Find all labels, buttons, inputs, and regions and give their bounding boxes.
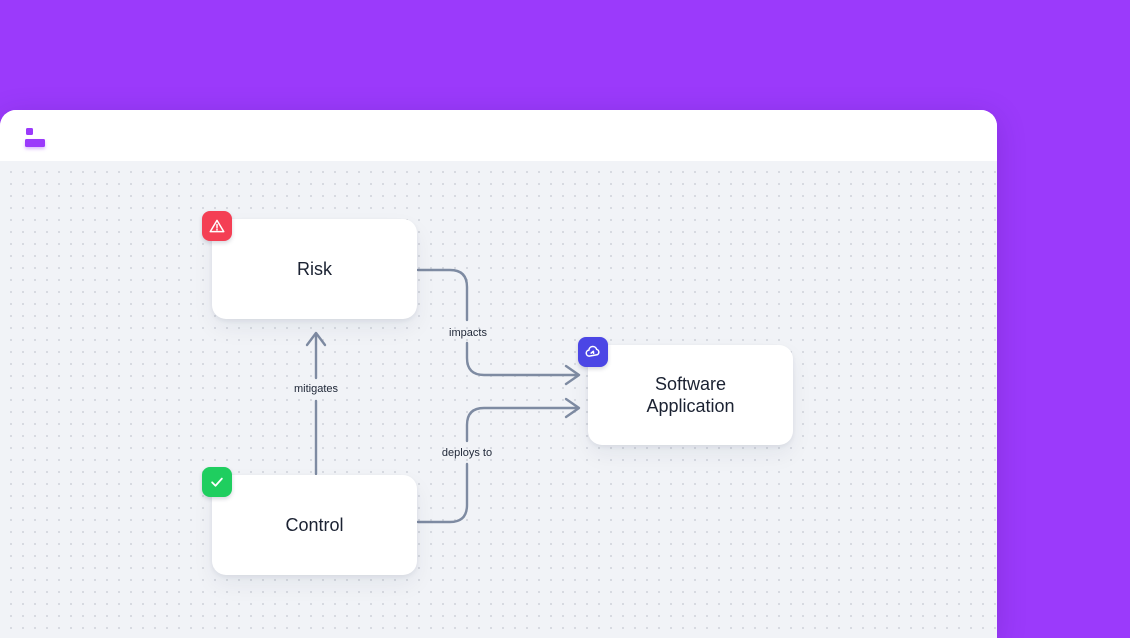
warning-triangle-icon xyxy=(209,219,225,233)
edge-risk-impacts-software-application[interactable] xyxy=(416,268,581,386)
node-risk[interactable]: Risk xyxy=(202,211,417,319)
app-card: impacts mitigates deploys to Risk Contro… xyxy=(0,110,997,638)
control-badge xyxy=(202,467,232,497)
risk-badge xyxy=(202,211,232,241)
node-control[interactable]: Control xyxy=(202,467,417,575)
arrowhead-icon xyxy=(564,364,581,386)
node-label: Risk xyxy=(297,259,332,279)
app-header xyxy=(0,110,997,161)
node-label: Software Application xyxy=(646,374,735,416)
edge-control-deploys-to-software-application[interactable] xyxy=(416,397,581,524)
arrowhead-icon xyxy=(305,331,327,347)
logo-bar-shape xyxy=(25,139,45,147)
diagram-edges xyxy=(305,268,581,524)
node-software-application[interactable]: Software Application xyxy=(578,337,793,445)
diagram-canvas[interactable]: impacts mitigates deploys to Risk Contro… xyxy=(0,161,997,638)
brand-logo-icon[interactable] xyxy=(25,127,45,157)
logo-square-shape xyxy=(26,128,33,135)
edge-label-deploys-to[interactable]: deploys to xyxy=(441,447,493,459)
edge-label-mitigates[interactable]: mitigates xyxy=(293,383,339,395)
software-application-badge xyxy=(578,337,608,367)
check-icon xyxy=(211,477,223,487)
arrowhead-icon xyxy=(564,397,581,419)
edge-control-mitigates-risk[interactable] xyxy=(305,331,327,476)
edge-label-impacts[interactable]: impacts xyxy=(449,327,487,339)
node-label: Control xyxy=(285,515,344,535)
cloud-icon xyxy=(585,345,600,357)
